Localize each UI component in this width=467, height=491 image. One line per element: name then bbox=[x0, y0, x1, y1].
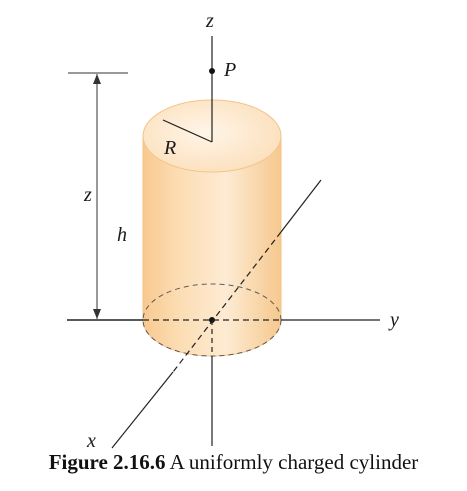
x-axis-upper-solid bbox=[280, 179, 322, 233]
height-arrow-up bbox=[93, 74, 101, 84]
figure-caption: Figure 2.16.6 A uniformly charged cylind… bbox=[0, 450, 467, 475]
height-arrow-down bbox=[93, 309, 101, 319]
x-axis-label: x bbox=[86, 430, 96, 452]
height-h-label: h bbox=[117, 224, 127, 246]
caption-text: A uniformly charged cylinder bbox=[169, 450, 419, 474]
caption-number: Figure 2.16.6 bbox=[48, 450, 166, 474]
x-axis-lower-solid bbox=[111, 371, 174, 449]
point-p-dot bbox=[209, 68, 215, 74]
z-axis-label: z bbox=[205, 10, 214, 32]
distance-z-label: z bbox=[83, 184, 92, 206]
point-p-label: P bbox=[223, 59, 236, 81]
radius-label: R bbox=[163, 137, 176, 159]
radius-line bbox=[162, 119, 213, 143]
y-axis-label: y bbox=[388, 309, 399, 331]
origin-dot bbox=[209, 317, 215, 323]
